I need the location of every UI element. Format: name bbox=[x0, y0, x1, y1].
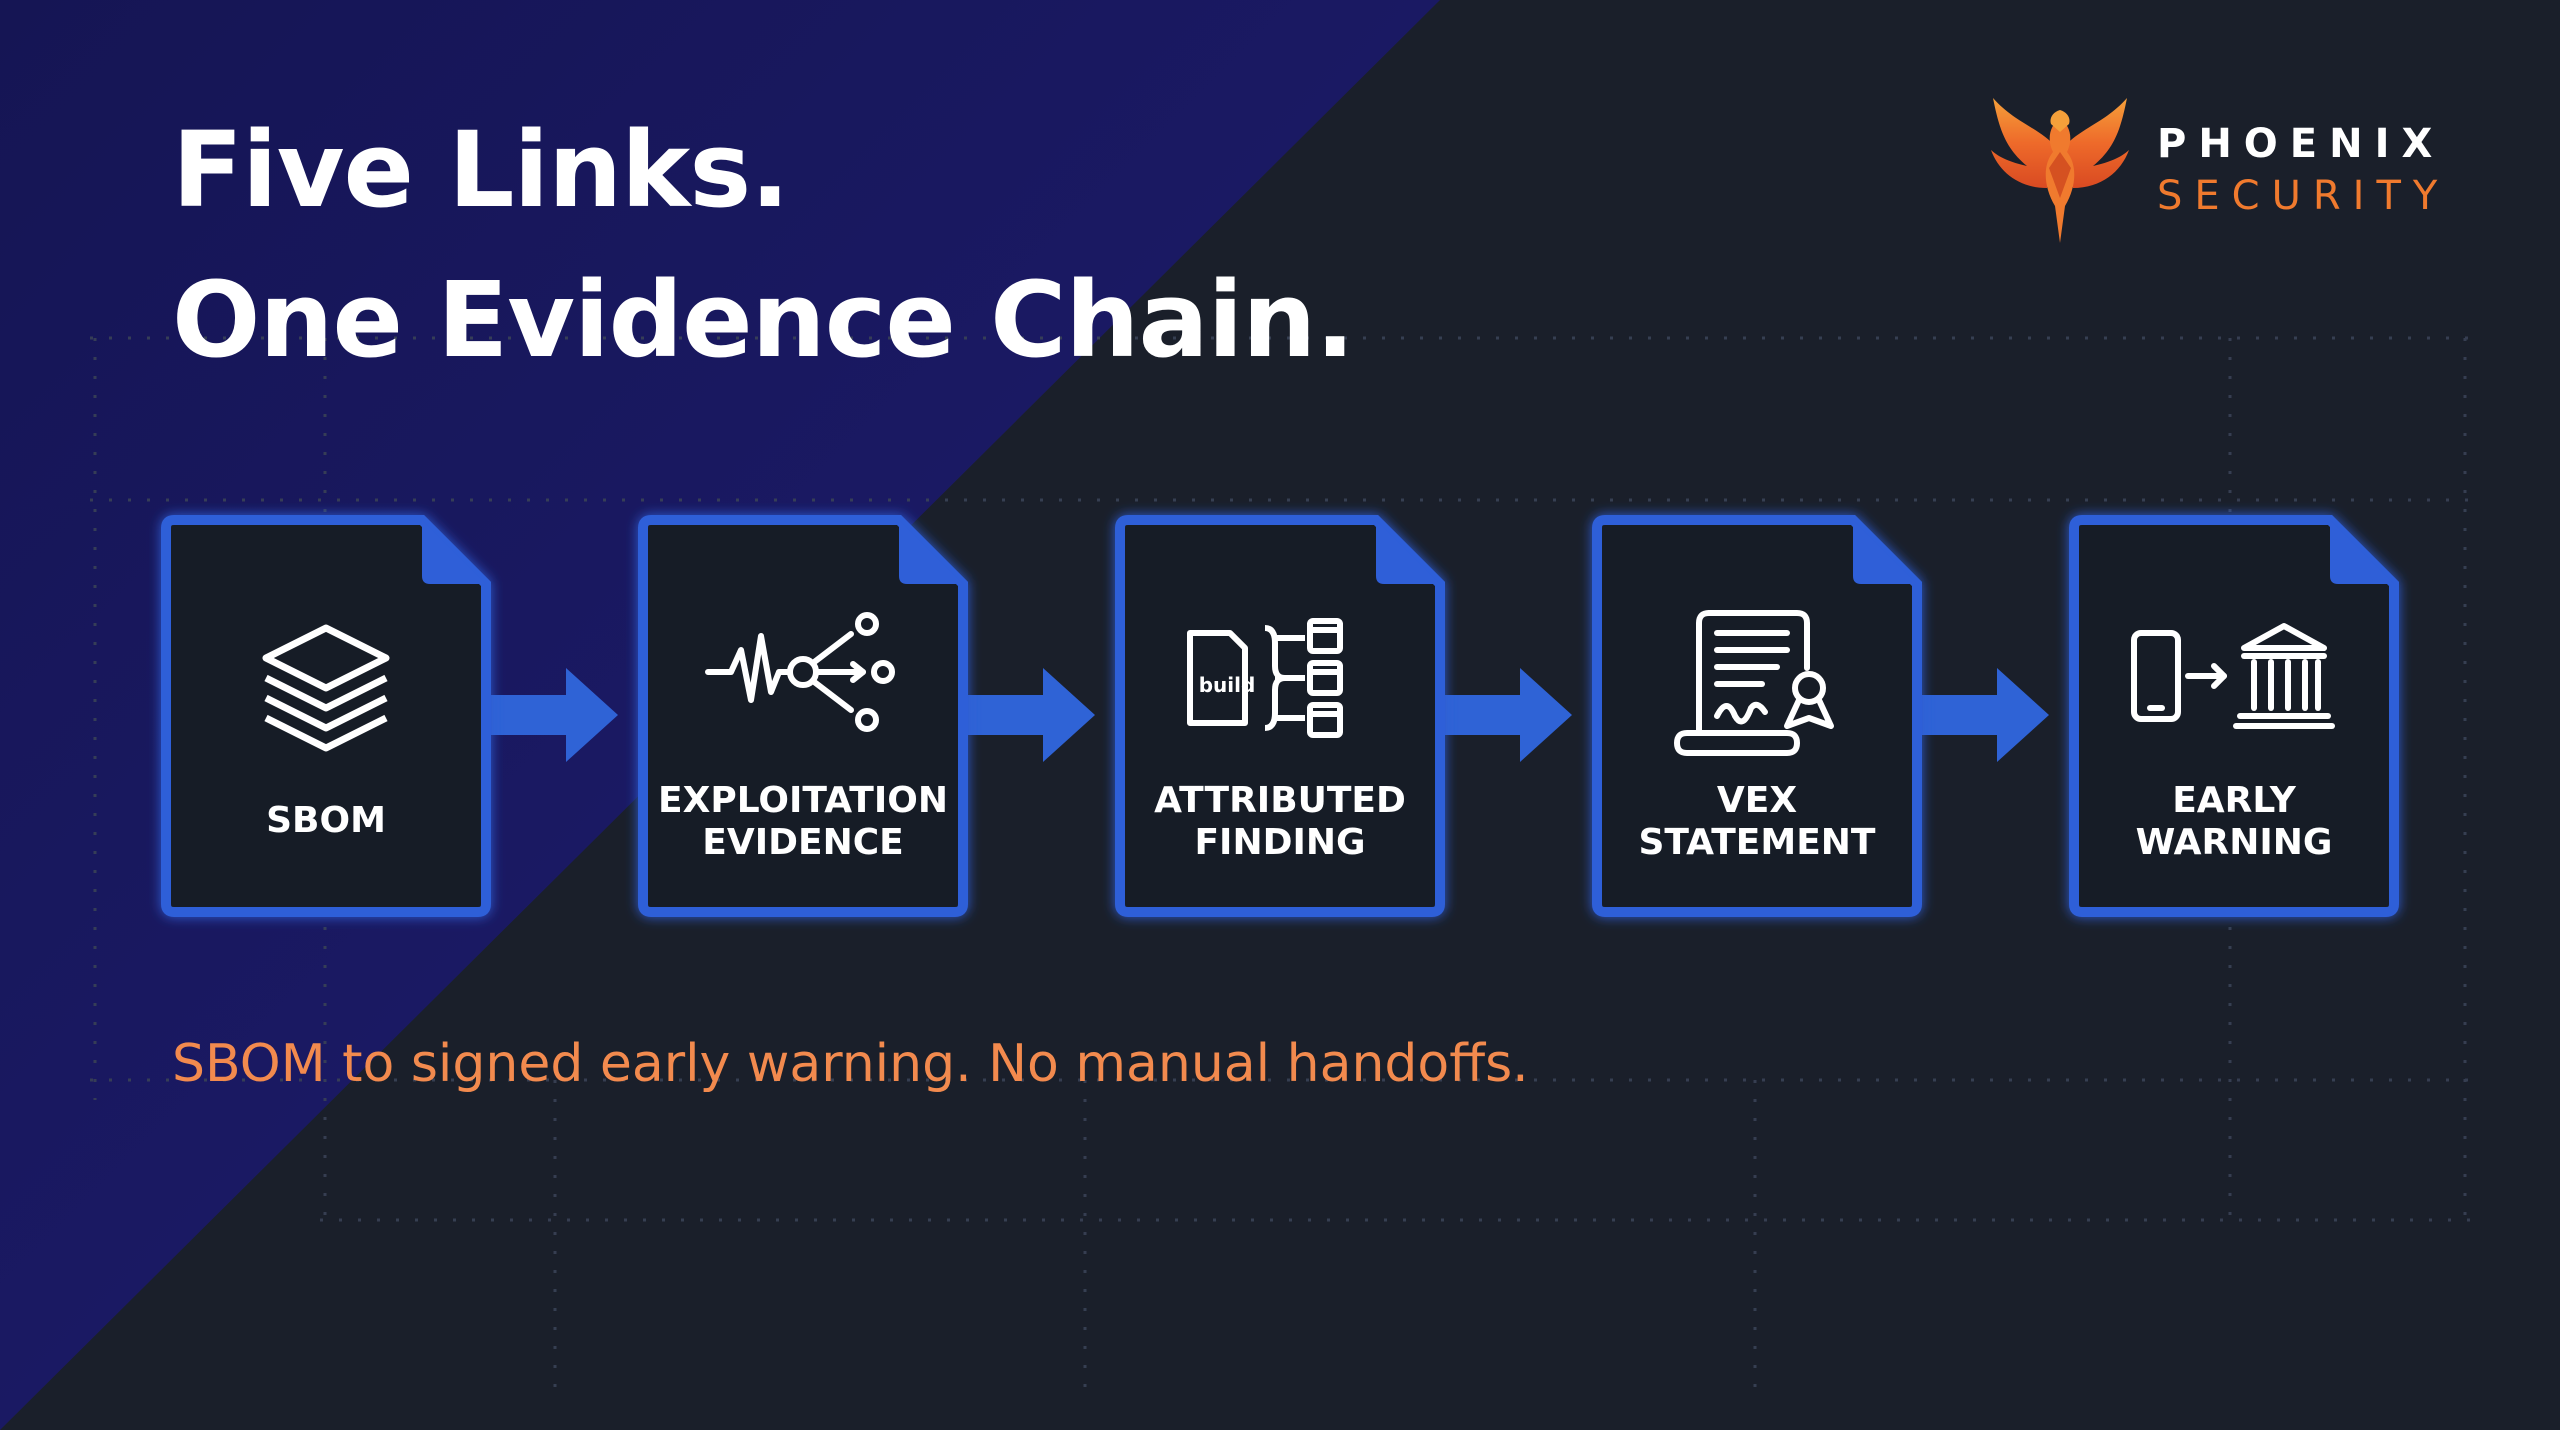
arrow-1-2 bbox=[486, 668, 618, 762]
flow-arrows bbox=[486, 668, 2049, 762]
step-card-attributed-finding: build bbox=[1115, 515, 1445, 917]
build-tree-icon bbox=[1187, 618, 1343, 738]
dotted-grid bbox=[90, 336, 2470, 1400]
phoenix-security-logo: PHOENIX SECURITY bbox=[1985, 88, 2455, 248]
step-label-sbom: SBOM bbox=[266, 800, 386, 841]
phoenix-bird-icon bbox=[1991, 98, 2129, 243]
step-card-exploitation-evidence bbox=[638, 515, 968, 917]
build-icon-label: build bbox=[1199, 673, 1256, 697]
step-card-sbom bbox=[161, 515, 491, 917]
arrow-4-5 bbox=[1917, 668, 2049, 762]
step-label-early-warning: EARLY WARNING bbox=[2135, 780, 2333, 863]
step-label-exploitation-evidence: EXPLOITATION EVIDENCE bbox=[658, 780, 948, 863]
stacked-layers-icon bbox=[262, 624, 390, 752]
step-label-vex-statement: VEX STATEMENT bbox=[1638, 780, 1876, 863]
signed-document-icon bbox=[1674, 610, 1834, 756]
logo-word-phoenix: PHOENIX bbox=[2157, 121, 2445, 167]
step-card-early-warning bbox=[2069, 515, 2399, 917]
step-card-vex-statement bbox=[1592, 515, 1922, 917]
title-line-1: Five Links. bbox=[172, 109, 790, 231]
tagline: SBOM to signed early warning. No manual … bbox=[172, 1034, 1529, 1094]
step-label-attributed-finding: ATTRIBUTED FINDING bbox=[1154, 780, 1406, 863]
arrow-2-3 bbox=[963, 668, 1095, 762]
arrow-3-4 bbox=[1440, 668, 1572, 762]
phone-to-institution-icon bbox=[2131, 623, 2335, 729]
signal-network-icon bbox=[705, 612, 895, 732]
logo-word-security: SECURITY bbox=[2157, 173, 2450, 219]
title-line-2: One Evidence Chain. bbox=[172, 259, 1355, 381]
